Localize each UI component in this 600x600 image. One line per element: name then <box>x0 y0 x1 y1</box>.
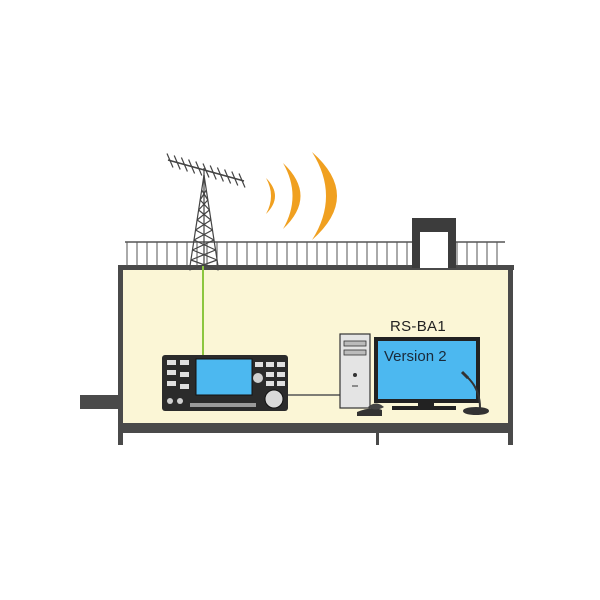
chimney-icon <box>412 218 456 268</box>
product-model-label: RS-BA1 <box>390 318 446 335</box>
radio-waves-icon <box>266 152 337 240</box>
outside-step <box>80 395 122 409</box>
transceiver-icon <box>162 355 288 411</box>
antenna-tower-icon <box>167 154 245 271</box>
left-wall <box>118 265 123 445</box>
floor-divider <box>376 433 379 445</box>
floor-slab <box>118 423 513 433</box>
right-wall <box>508 265 513 445</box>
monitor-screen-text: Version 2 <box>384 348 447 365</box>
pc-tower-icon <box>340 334 370 408</box>
